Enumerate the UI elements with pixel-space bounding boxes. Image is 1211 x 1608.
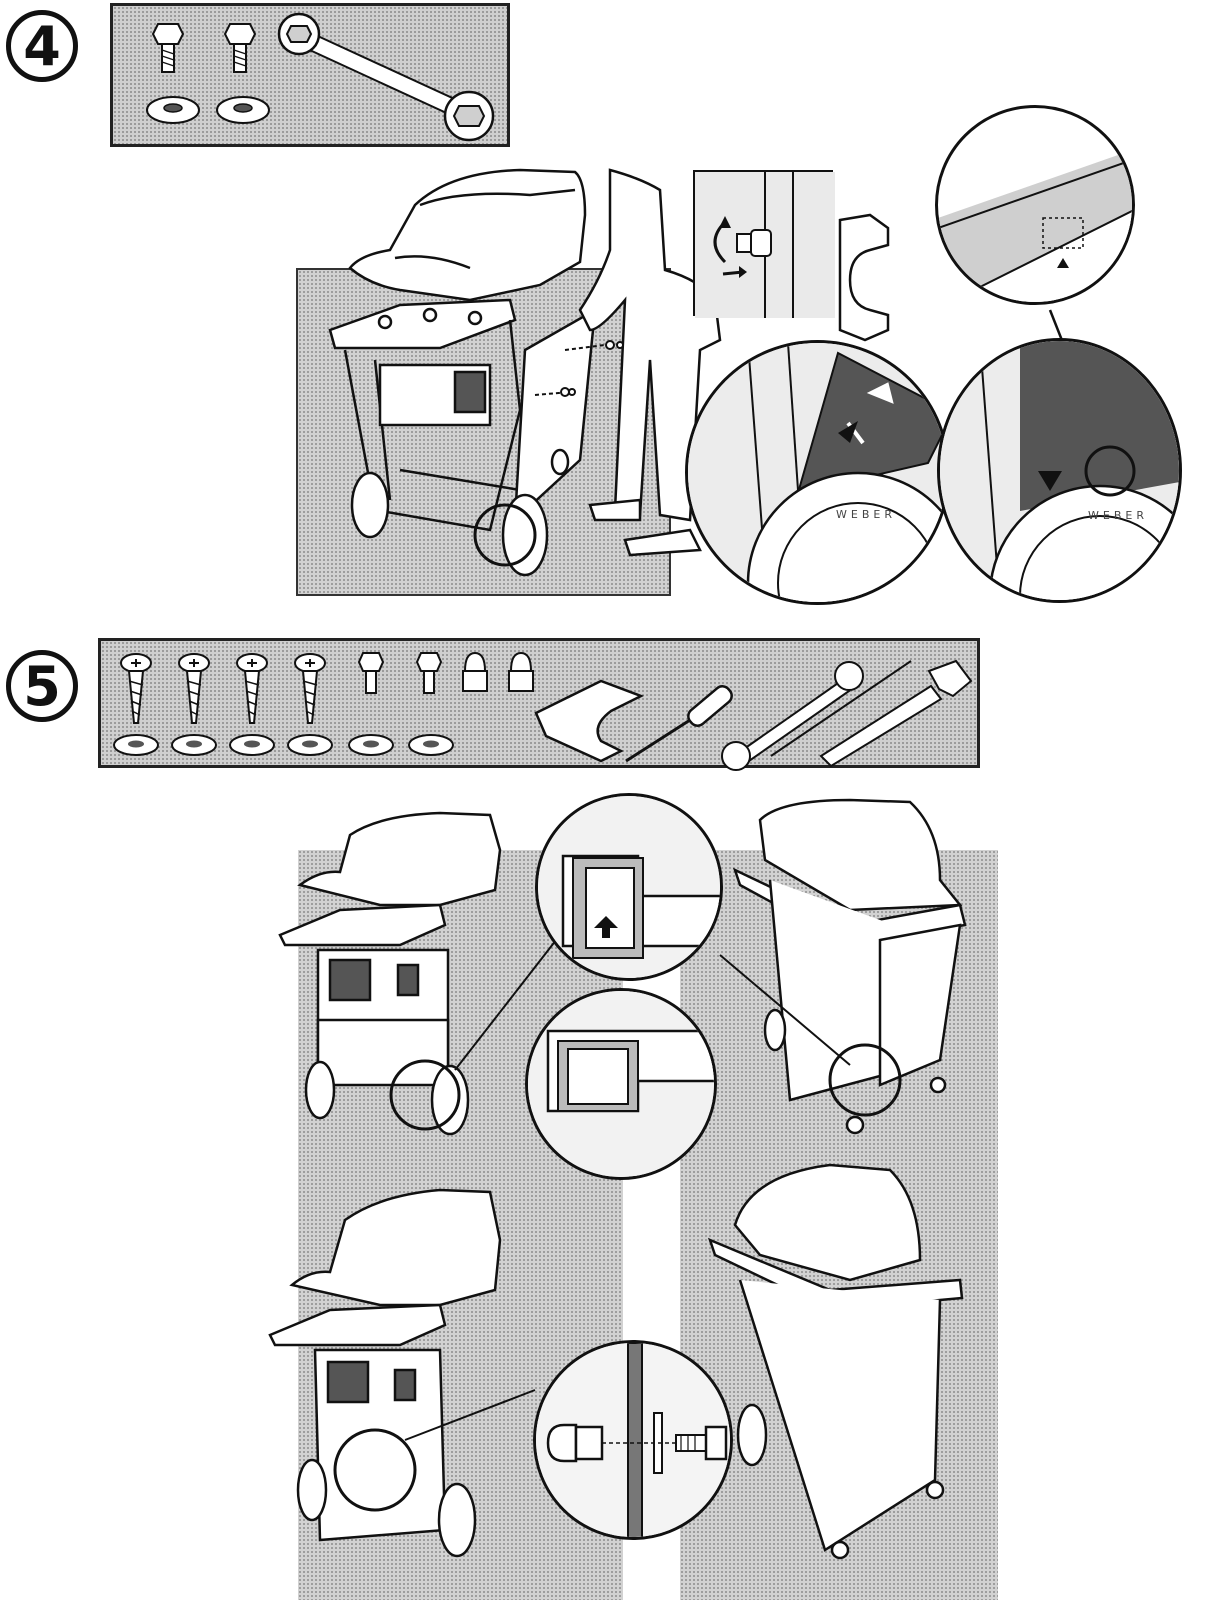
grill-front-top (280, 813, 500, 1134)
grill-back-top (735, 800, 965, 1133)
cap-nut-icon (548, 1425, 602, 1461)
rail-channel-magnifier-2 (525, 988, 717, 1180)
panel-bolt-magnifier (533, 1340, 733, 1540)
grill-back-bottom (710, 1165, 962, 1558)
grill-front-bottom (270, 1190, 500, 1556)
rail-channel-magnifier-1 (535, 793, 723, 981)
